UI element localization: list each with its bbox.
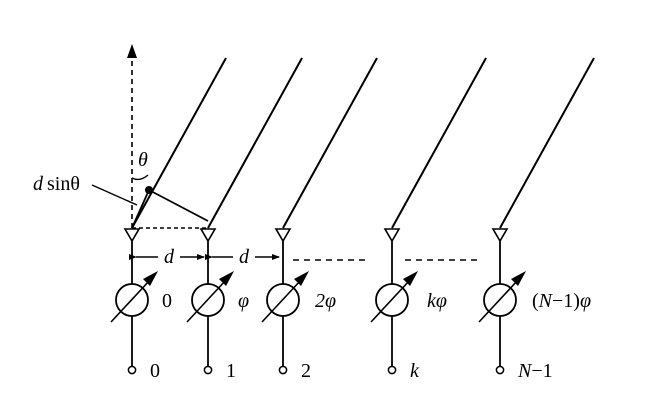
- array-elements: 0 0 φ 1 2φ 2 kφ k (N−1)φN−1: [110, 57, 595, 382]
- tuning-arrow-shaft-4: [478, 279, 519, 323]
- antenna-triangle-icon-3: [383, 228, 401, 243]
- tuning-arrowhead-icon-3: [403, 271, 418, 286]
- tuning-arrow-shaft-2: [261, 279, 302, 323]
- incident-ray-2: [282, 57, 378, 229]
- d-sin-theta-leader: [91, 184, 138, 206]
- tuning-arrowhead-icon-0: [143, 271, 158, 286]
- incident-ray-4: [499, 57, 595, 229]
- terminal-node-icon-3: [387, 365, 397, 375]
- incident-ray-3: [391, 57, 487, 229]
- phase-label-1: φ: [238, 290, 249, 312]
- terminal-node-icon-2: [278, 365, 288, 375]
- tuning-arrowhead-icon-1: [219, 271, 234, 286]
- terminal-node-icon-4: [495, 365, 505, 375]
- incident-ray-0: [131, 57, 227, 229]
- antenna-triangle-icon-0: [123, 228, 141, 243]
- index-label-4: N−1: [517, 360, 553, 382]
- spacing-label-bg-1: [158, 244, 180, 268]
- tuning-arrow-shaft-0: [110, 279, 151, 323]
- d-sin-theta-rest: sinθ: [47, 173, 80, 195]
- reference-axis-arrowhead-icon: [127, 44, 137, 58]
- spacing-label-bg-2: [233, 244, 255, 268]
- phase-label-4: (N−1)φ: [532, 290, 591, 312]
- antenna-triangle-icon-1: [199, 228, 217, 243]
- antenna-triangle-icon-2: [274, 228, 292, 243]
- index-label-3: k: [410, 360, 420, 382]
- wavefront-line: [148, 189, 209, 222]
- phase-label-3: kφ: [427, 290, 447, 312]
- antenna-triangle-icon-4: [491, 228, 509, 243]
- terminal-node-icon-1: [203, 365, 213, 375]
- index-label-1: 1: [226, 360, 236, 382]
- terminal-node-icon-0: [127, 365, 137, 375]
- tuning-arrow-shaft-1: [186, 279, 227, 323]
- index-label-2: 2: [301, 360, 311, 382]
- tuning-arrow-shaft-3: [370, 279, 411, 323]
- d-sin-theta-d: d: [33, 173, 44, 195]
- theta-arc: [131, 174, 149, 181]
- spacing-label-1: d: [164, 246, 175, 268]
- spacing-label-2: d: [239, 246, 250, 268]
- index-label-0: 0: [150, 360, 160, 382]
- phase-label-0: 0: [162, 290, 172, 312]
- phase-label-2: 2φ: [315, 290, 336, 312]
- tuning-arrowhead-icon-4: [511, 271, 526, 286]
- tuning-arrowhead-icon-2: [294, 271, 309, 286]
- incident-ray-1: [207, 57, 303, 229]
- theta-label: θ: [138, 149, 148, 171]
